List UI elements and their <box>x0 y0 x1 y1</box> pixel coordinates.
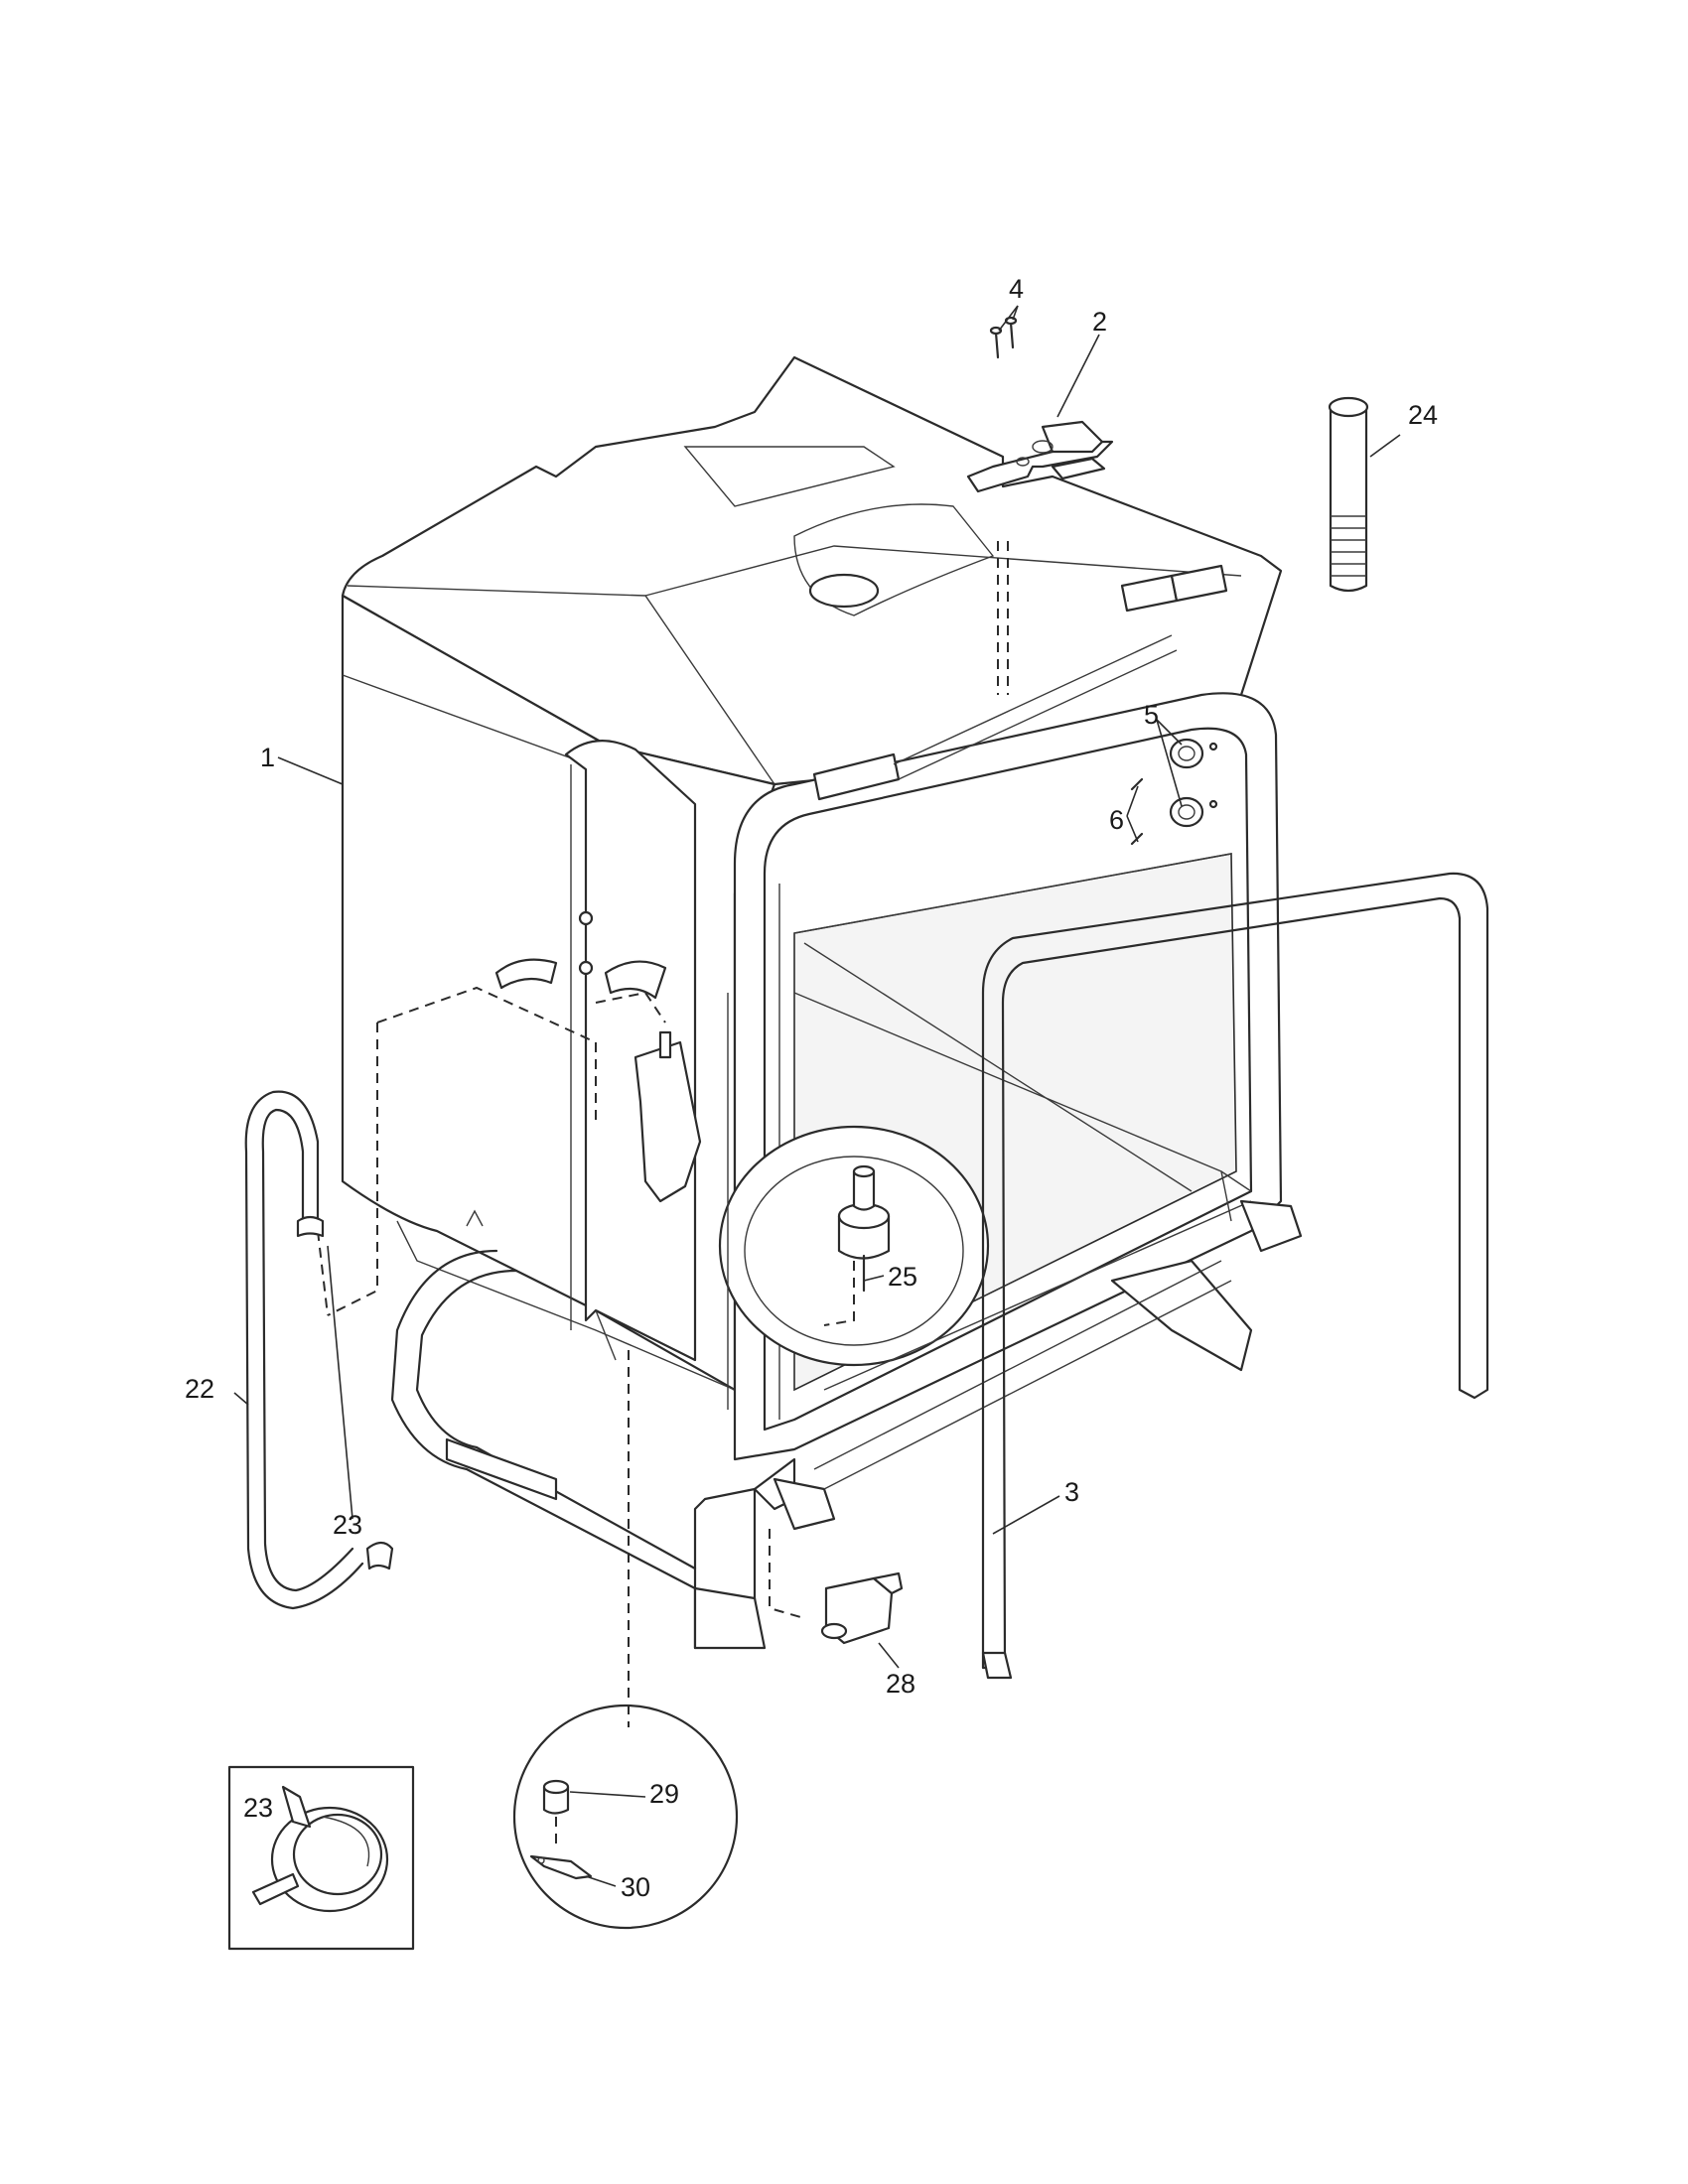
callout-label-29: 29 <box>649 1779 679 1809</box>
bumpers-part-5-6 <box>1130 738 1218 846</box>
inset-clamp-23 <box>227 1765 415 1951</box>
inset-circle-29-30 <box>512 1704 739 1930</box>
callout-label-25: 25 <box>888 1262 917 1292</box>
callout-label-2: 2 <box>1092 307 1107 337</box>
callout-label-6: 6 <box>1109 805 1124 835</box>
callout-label-23-inset: 23 <box>243 1793 273 1823</box>
callout-label-28: 28 <box>886 1669 915 1699</box>
hose-part-24 <box>1328 396 1369 593</box>
callout-label-3: 3 <box>1064 1477 1079 1507</box>
float-part-25 <box>837 1164 891 1293</box>
callout-labels: 1 2 3 4 5 6 22 23 23 24 25 28 29 30 <box>185 274 1438 1902</box>
callout-label-23: 23 <box>333 1510 362 1540</box>
callout-label-30: 30 <box>621 1872 650 1902</box>
callout-label-4: 4 <box>1009 274 1024 304</box>
gasket-part-3 <box>981 872 1489 1680</box>
callout-label-24: 24 <box>1408 400 1438 430</box>
tub-assembly <box>341 355 1303 1650</box>
leader-lines <box>233 305 1401 1887</box>
callout-label-22: 22 <box>185 1374 214 1404</box>
drain-hose-part-22 <box>244 1090 394 1610</box>
callout-label-1: 1 <box>260 743 275 772</box>
bracket-part-2 <box>966 420 1114 493</box>
callout-label-5: 5 <box>1144 700 1159 730</box>
switch-part-28 <box>820 1571 904 1645</box>
hidden-lines <box>317 541 1009 1727</box>
